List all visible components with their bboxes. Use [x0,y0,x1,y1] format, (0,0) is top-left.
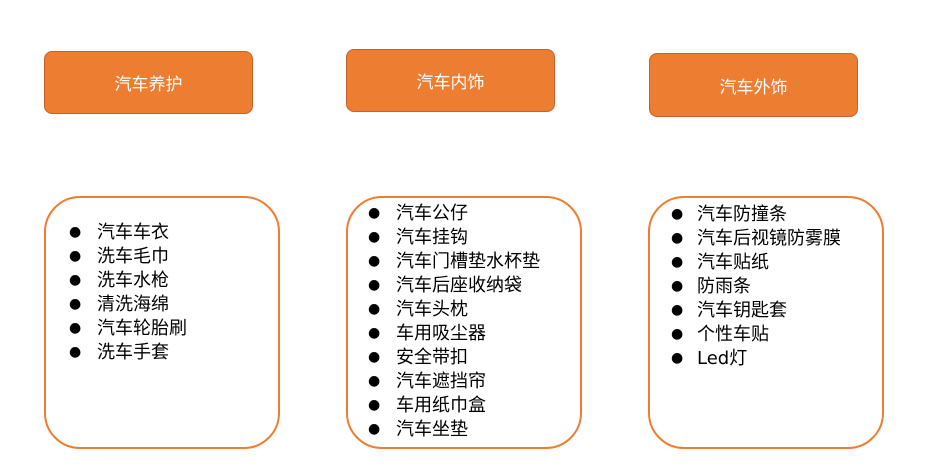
list-item: ●安全带扣 [368,347,468,368]
list-item: ●汽车挂钩 [368,227,468,248]
item-list-box-car-interior: ●汽车公仔 ●汽车挂钩 ●汽车门槽垫水杯垫 ●汽车后座收纳袋 ●汽车头枕 ●车用… [346,196,582,449]
list-item: ●汽车钥匙套 [671,300,787,321]
bullet-icon: ● [368,421,381,437]
bullet-icon: ● [368,277,381,293]
bullet-icon: ● [368,397,381,413]
category-header-car-exterior: 汽车外饰 [649,53,858,117]
list-item: ●汽车车衣 [69,222,169,243]
list-item: ●汽车坐垫 [368,419,468,440]
bullet-icon: ● [671,302,684,318]
list-item: ●汽车贴纸 [671,252,769,273]
list-item: ●汽车门槽垫水杯垫 [368,251,540,272]
list-item: ●车用吸尘器 [368,323,486,344]
bullet-icon: ● [69,296,82,312]
item-list: ●汽车公仔 ●汽车挂钩 ●汽车门槽垫水杯垫 ●汽车后座收纳袋 ●汽车头枕 ●车用… [348,202,580,442]
bullet-icon: ● [69,344,82,360]
list-item: ●汽车后座收纳袋 [368,275,522,296]
list-item: ●个性车贴 [671,324,769,345]
bullet-icon: ● [69,224,82,240]
list-item: ●车用纸巾盒 [368,395,486,416]
list-item: ●汽车遮挡帘 [368,371,486,392]
item-list: ●汽车防撞条 ●汽车后视镜防雾膜 ●汽车贴纸 ●防雨条 ●汽车钥匙套 ●个性车贴… [650,203,882,371]
list-item: ●Led灯 [671,348,748,369]
list-item: ●汽车公仔 [368,203,468,224]
category-header-car-care: 汽车养护 [44,51,253,114]
item-list-box-car-exterior: ●汽车防撞条 ●汽车后视镜防雾膜 ●汽车贴纸 ●防雨条 ●汽车钥匙套 ●个性车贴… [648,196,884,449]
list-item: ●汽车轮胎刷 [69,318,187,339]
bullet-icon: ● [671,278,684,294]
bullet-icon: ● [368,301,381,317]
list-item: ●洗车毛巾 [69,246,169,267]
list-item: ●清洗海绵 [69,294,169,315]
list-item: ●汽车后视镜防雾膜 [671,228,841,249]
list-item: ●防雨条 [671,276,751,297]
category-header-label: 汽车养护 [114,75,183,95]
bullet-icon: ● [671,206,684,222]
list-item: ●汽车防撞条 [671,204,787,225]
bullet-icon: ● [69,248,82,264]
bullet-icon: ● [368,349,381,365]
item-list: ●汽车车衣 ●洗车毛巾 ●洗车水枪 ●清洗海绵 ●汽车轮胎刷 ●洗车手套 [46,221,278,365]
item-list-box-car-care: ●汽车车衣 ●洗车毛巾 ●洗车水枪 ●清洗海绵 ●汽车轮胎刷 ●洗车手套 [44,196,280,449]
bullet-icon: ● [69,272,82,288]
bullet-icon: ● [368,253,381,269]
bullet-icon: ● [368,325,381,341]
list-item: ●洗车水枪 [69,270,169,291]
bullet-icon: ● [671,254,684,270]
bullet-icon: ● [368,205,381,221]
bullet-icon: ● [368,373,381,389]
list-item: ●汽车头枕 [368,299,468,320]
bullet-icon: ● [69,320,82,336]
category-header-label: 汽车外饰 [719,77,788,98]
category-header-label: 汽车内饰 [416,73,485,93]
bullet-icon: ● [671,326,684,342]
list-item: ●洗车手套 [69,342,169,363]
bullet-icon: ● [671,230,684,246]
bullet-icon: ● [368,229,381,245]
category-header-car-interior: 汽车内饰 [346,49,555,112]
bullet-icon: ● [671,350,684,366]
